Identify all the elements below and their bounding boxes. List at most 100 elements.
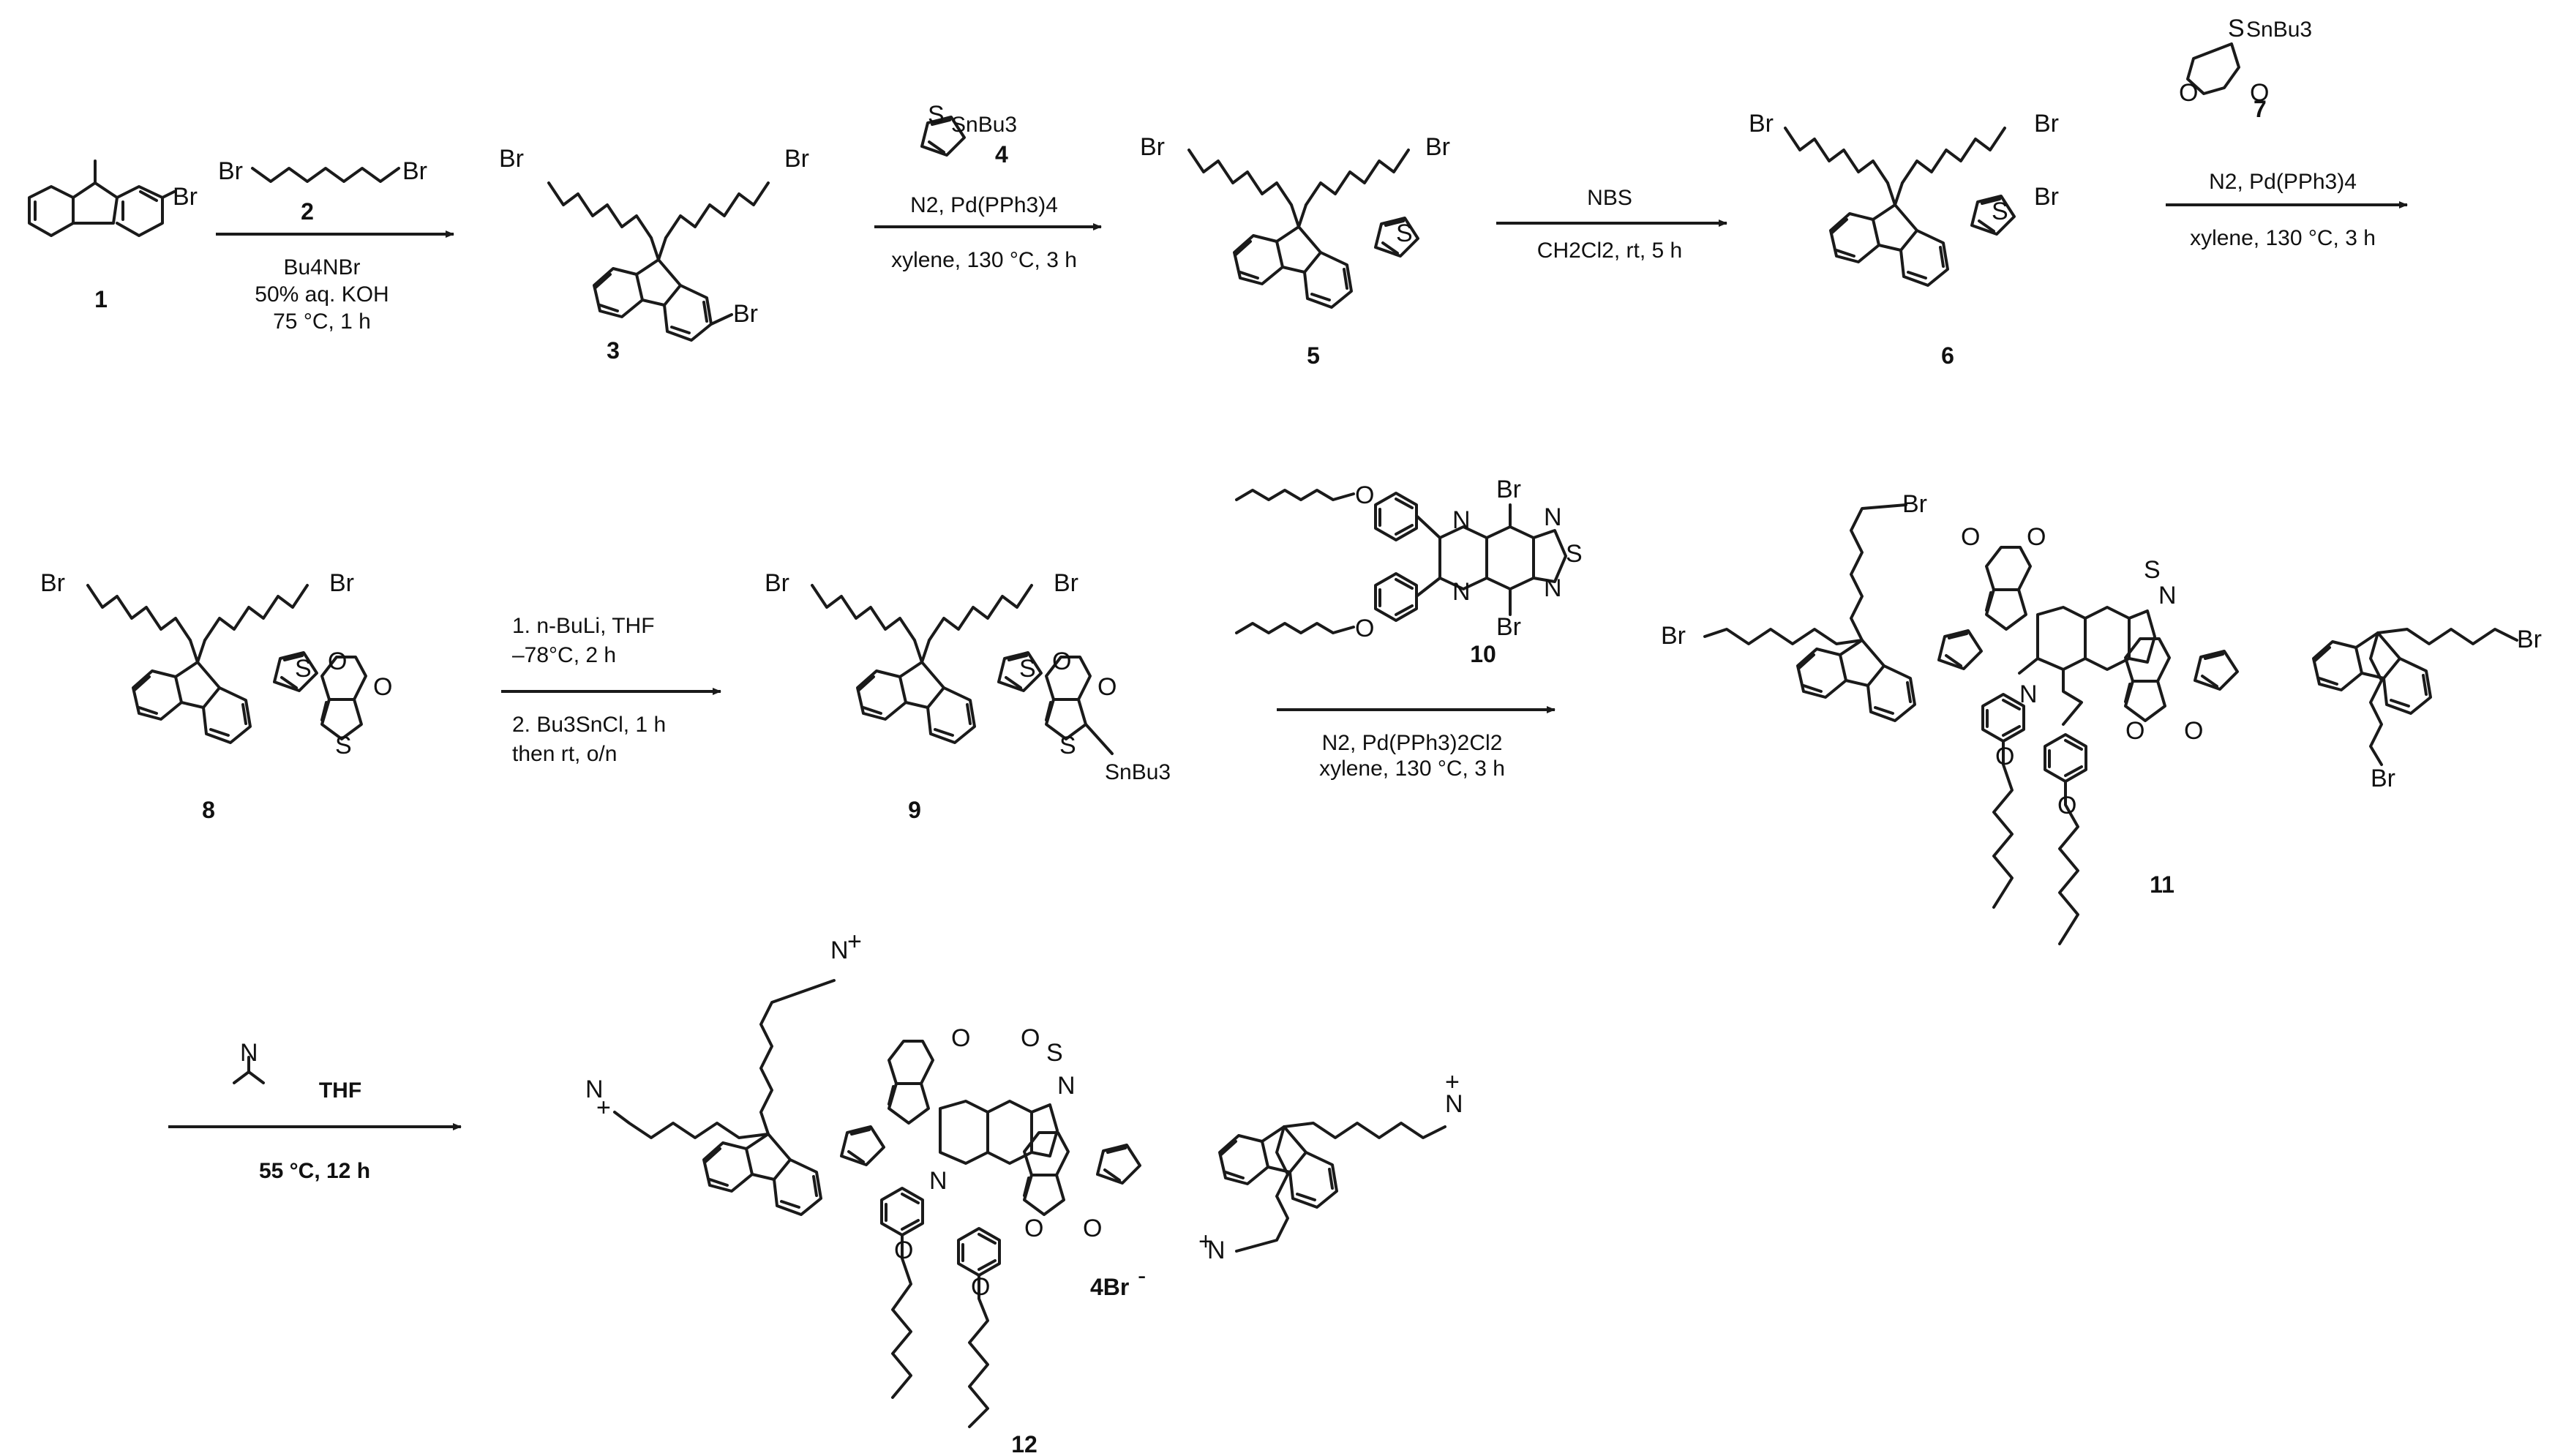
label-4: 4 — [995, 141, 1008, 168]
c11-o-4: O — [2184, 717, 2203, 745]
c10-n-2: N — [1452, 578, 1471, 606]
c10-o-bottom: O — [1355, 615, 1374, 642]
c3-br-ring: Br — [733, 300, 758, 328]
c4-stannyl: SnBu3 — [951, 113, 1017, 137]
c11-br-bottom: Br — [2371, 765, 2395, 792]
step1-line2: 50% aq. KOH — [255, 282, 389, 307]
c7-s: S — [2228, 15, 2245, 42]
c11-o-3: O — [2125, 717, 2144, 745]
label-6: 6 — [1941, 342, 1954, 369]
step3-top: NBS — [1587, 186, 1632, 210]
c12-o-5: O — [894, 1237, 913, 1264]
c11-br-top: Br — [1902, 490, 1927, 518]
c3-br-left: Br — [499, 145, 524, 173]
step2-bottom: xylene, 130 °C, 3 h — [891, 248, 1077, 272]
c12-n-btd: N — [1057, 1072, 1076, 1100]
c8-o-2: O — [373, 673, 392, 701]
c9-s-thio: S — [1019, 655, 1036, 683]
c12-n-top: N — [830, 937, 849, 964]
step1-line3: 75 °C, 1 h — [273, 309, 371, 334]
c7-stannyl: SnBu3 — [2246, 18, 2312, 42]
step-4: S SnBu3 O O 7 N2, Pd(PPh3)4 xylene, 130 … — [2166, 15, 2408, 250]
c6-s: S — [1992, 198, 2008, 225]
label-1: 1 — [94, 286, 108, 312]
c5-br-right: Br — [1425, 133, 1450, 161]
c12-plus-top: + — [847, 928, 862, 956]
c10-n-1: N — [1452, 506, 1471, 534]
c9-o-2: O — [1097, 673, 1117, 701]
label-10: 10 — [1470, 641, 1496, 667]
label-2: 2 — [301, 198, 314, 225]
step5-line3: 2. Bu3SnCl, 1 h — [512, 713, 666, 737]
c8-br-right: Br — [329, 569, 354, 597]
step4-bottom: xylene, 130 °C, 3 h — [2190, 226, 2376, 250]
c11-s-btd: S — [2144, 556, 2161, 584]
c12-n-pyr: N — [929, 1167, 947, 1195]
step5-line2: –78°C, 2 h — [512, 643, 616, 667]
compound-9: Br Br S S O O SnBu3 9 — [765, 569, 1171, 823]
label-11: 11 — [2150, 871, 2174, 898]
c12-o-6: O — [971, 1273, 990, 1301]
c5-br-left: Br — [1140, 133, 1165, 161]
c12-n-bottom: N — [1207, 1237, 1226, 1264]
c11-br-right: Br — [2517, 626, 2542, 653]
label-3: 3 — [607, 337, 620, 364]
step1-line1: Bu4NBr — [283, 255, 360, 279]
c10-s: S — [1566, 540, 1583, 568]
c12-o-3: O — [1024, 1215, 1043, 1242]
c4-s: S — [928, 101, 945, 129]
compound-10: O O N N N S N Br Br 10 — [1235, 476, 1583, 667]
c6-br-left: Br — [1749, 110, 1774, 138]
c12-n-right: N — [1445, 1090, 1463, 1118]
c7-o-left: O — [2179, 79, 2198, 107]
c12-o-4: O — [1083, 1215, 1102, 1242]
step-5: 1. n-BuLi, THF –78°C, 2 h 2. Bu3SnCl, 1 … — [501, 614, 721, 766]
step7-top: THF — [319, 1078, 361, 1103]
c1-br: Br — [173, 183, 198, 211]
step5-line1: 1. n-BuLi, THF — [512, 614, 655, 638]
c12-plus-bottom: + — [1198, 1228, 1213, 1256]
compound-1: Br 1 — [28, 160, 198, 312]
c12-plus-left: + — [596, 1094, 611, 1122]
c6-br-thio: Br — [2034, 183, 2059, 211]
c2-br-left: Br — [218, 157, 243, 185]
c11-o-1: O — [1961, 523, 1980, 551]
nme3-n: N — [240, 1039, 258, 1067]
label-9: 9 — [908, 797, 921, 823]
compound-8: Br Br S S O O 8 — [40, 569, 392, 823]
c9-o-1: O — [1052, 648, 1071, 675]
compound-11: Br Br Br Br S N N O O O O O O 11 — [1661, 490, 2542, 945]
step7-bottom: 55 °C, 12 h — [259, 1159, 370, 1183]
c12-o-1: O — [951, 1024, 970, 1052]
c6-br-right: Br — [2034, 110, 2059, 138]
c10-n-3: N — [1544, 503, 1562, 531]
c8-s-thio: S — [295, 655, 312, 683]
step4-top: N2, Pd(PPh3)4 — [2209, 170, 2357, 194]
step-6: N2, Pd(PPh3)2Cl2 xylene, 130 °C, 3 h — [1277, 706, 1556, 781]
c8-br-left: Br — [40, 569, 65, 597]
step-7: N THF 55 °C, 12 h — [168, 1039, 462, 1183]
c12-plus-right: + — [1445, 1068, 1460, 1096]
c8-o-1: O — [328, 648, 347, 675]
c11-o-6: O — [2057, 792, 2076, 819]
compound-12: N + N + N + N + S N N O O O O O O 4Br - … — [585, 928, 1463, 1456]
step5-line4: then rt, o/n — [512, 742, 617, 766]
c8-s-edot: S — [335, 732, 352, 759]
c10-o-top: O — [1355, 481, 1374, 509]
c11-o-2: O — [2027, 523, 2046, 551]
c3-br-right: Br — [784, 145, 809, 173]
c9-br-right: Br — [1054, 569, 1078, 597]
step-1: Br Br 2 Bu4NBr 50% aq. KOH 75 °C, 1 h — [216, 157, 454, 334]
label-8: 8 — [202, 797, 215, 823]
step6-top: N2, Pd(PPh3)2Cl2 — [1322, 731, 1503, 755]
label-7: 7 — [2254, 96, 2267, 122]
compound-5: Br Br S 5 — [1140, 133, 1450, 369]
c12-counterion-charge: - — [1138, 1262, 1146, 1290]
c11-n-btd: N — [2158, 582, 2177, 609]
c12-n-left: N — [585, 1076, 604, 1103]
c9-stannyl: SnBu3 — [1105, 760, 1171, 784]
c12-counterion: 4Br — [1090, 1274, 1129, 1300]
c10-br-bottom: Br — [1496, 613, 1521, 641]
c12-s-btd: S — [1046, 1039, 1063, 1067]
